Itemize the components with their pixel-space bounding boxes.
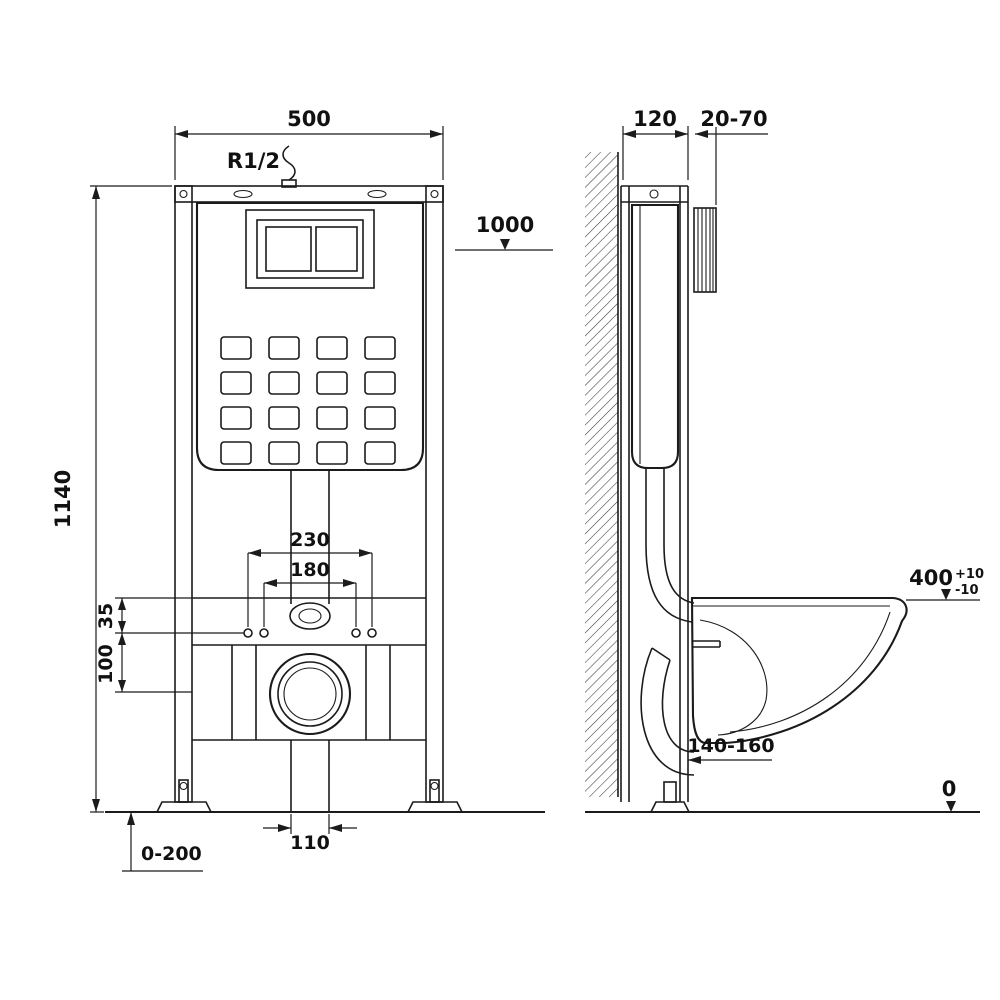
dim-label-35: 35 [95,603,117,629]
flush-plate-profile [693,207,717,293]
dim-width-500: 500 [174,107,444,180]
dim-depth-120: 120 [622,107,689,180]
dim-spread-230: 230 [247,529,373,627]
dim-label-180: 180 [290,559,330,581]
wall-hatch [585,152,618,797]
frame-profile [620,185,691,813]
dim-label-400: 400 [909,566,953,590]
front-dimensions: 500 R1/2 1000 1140 230 [51,107,553,872]
concealed-cistern [195,201,425,472]
flush-plate [245,209,375,289]
toilet-bowl-profile [690,596,908,745]
dim-label-20-70: 20-70 [700,107,767,131]
side-dimensions: 120 20-70 400 +10 -10 140-160 0 [622,107,984,812]
dim-floor-zero: 0 [942,777,957,812]
dim-foot-range: 0-200 [122,812,203,872]
dim-label-110: 110 [290,832,330,854]
dim-outlet-offset: 140-160 [687,735,775,764]
side-view [585,152,980,814]
cistern-profile [630,203,680,470]
flush-pipe [289,470,331,630]
dim-label-1000: 1000 [476,213,534,237]
dim-bowl-height: 400 +10 -10 [906,566,984,601]
flush-bend-pipe [645,468,695,623]
dim-label-230: 230 [290,529,330,551]
adjustable-feet [155,779,464,813]
dim-label-500: 500 [287,107,331,131]
front-view [105,145,545,814]
dim-offsets-35-100: 35 100 [95,597,244,693]
dim-label-1140: 1140 [51,470,75,528]
cistern-grid [220,336,396,465]
dim-label-400-tol-down: -10 [955,583,979,598]
dim-label-140-160: 140-160 [687,735,774,757]
dim-label-120: 120 [633,107,677,131]
dim-height-1140: 1140 [51,185,172,813]
waste-outlet [268,652,352,812]
drain-elbow [640,647,695,776]
fixing-bolt-holes [243,628,377,638]
dim-label-inlet-thread: R1/2 [227,149,280,173]
dim-label-0-200: 0-200 [141,843,202,865]
dim-outlet-110: 110 [263,814,357,854]
dim-level-1000: 1000 [455,213,553,251]
dim-spread-180: 180 [263,559,357,627]
dim-label-400-tol-up: +10 [955,567,984,582]
wall-section [585,152,619,797]
dim-label-0: 0 [942,777,957,801]
dim-wall-clearance: 20-70 [695,107,768,205]
dim-label-100: 100 [95,644,117,684]
water-inlet-symbol [281,145,297,188]
